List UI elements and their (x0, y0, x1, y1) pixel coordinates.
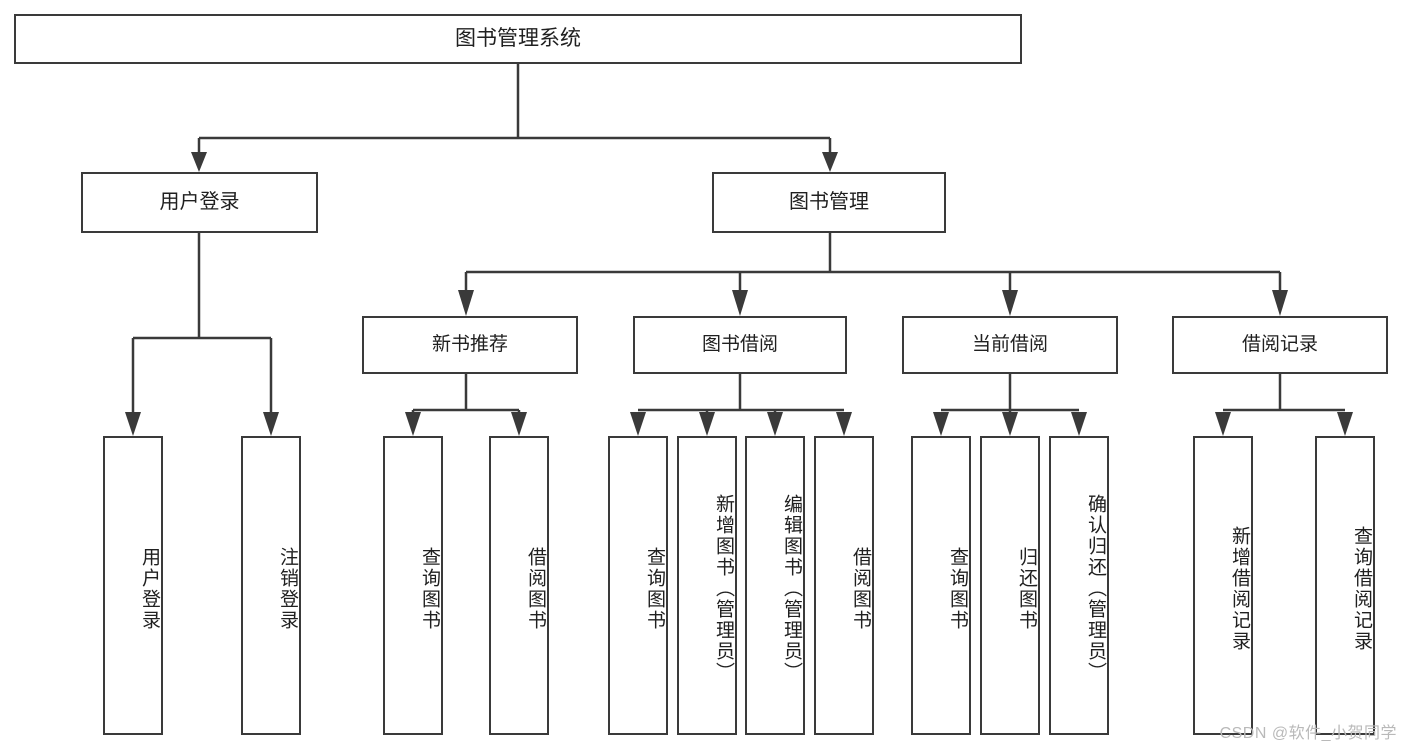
arrowhead-bookborrow (732, 290, 748, 316)
leaf-user-login[interactable]: 用户登录 (103, 436, 163, 735)
node-user-login[interactable]: 用户登录 (81, 172, 318, 233)
arrowhead-leaf-confirm-return (1071, 412, 1087, 436)
node-user-login-label: 用户登录 (159, 191, 240, 213)
leaf-query-book-3-label: 查询图书 (947, 546, 968, 631)
arrowhead-leaf-logout (263, 412, 279, 436)
leaf-query-book-3[interactable]: 查询图书 (911, 436, 971, 735)
leaf-add-borrow-record-label: 新增借阅记录 (1229, 525, 1250, 652)
arrowhead-leaf-query-book-1 (405, 412, 421, 436)
arrowhead-leaf-user-login (125, 412, 141, 436)
node-root-label: 图书管理系统 (455, 26, 581, 50)
leaf-user-login-label: 用户登录 (139, 546, 160, 631)
leaf-query-borrow-record[interactable]: 查询借阅记录 (1315, 436, 1375, 735)
arrowhead-leaf-add-book (699, 412, 715, 436)
leaf-confirm-return-admin-label: 确认归还（管理员） (1085, 494, 1106, 683)
leaf-add-book-admin-label: 新增图书（管理员） (713, 494, 734, 683)
leaf-query-book-1[interactable]: 查询图书 (383, 436, 443, 735)
leaf-borrow-book-2[interactable]: 借阅图书 (814, 436, 874, 735)
arrowhead-leaf-add-record (1215, 412, 1231, 436)
leaf-borrow-book-1[interactable]: 借阅图书 (489, 436, 549, 735)
node-new-book-rec[interactable]: 新书推荐 (362, 316, 578, 374)
arrowhead-newbook (458, 290, 474, 316)
node-book-manage-label: 图书管理 (789, 191, 869, 213)
arrowhead-user-login (191, 152, 207, 172)
leaf-confirm-return-admin[interactable]: 确认归还（管理员） (1049, 436, 1109, 735)
node-current-borrow-label: 当前借阅 (971, 334, 1048, 356)
node-book-manage[interactable]: 图书管理 (712, 172, 946, 233)
arrowhead-book-manage (822, 152, 838, 172)
node-borrow-record[interactable]: 借阅记录 (1172, 316, 1388, 374)
node-book-borrow-label: 图书借阅 (701, 334, 778, 356)
node-root[interactable]: 图书管理系统 (14, 14, 1022, 64)
leaf-logout-login[interactable]: 注销登录 (241, 436, 301, 735)
leaf-query-book-2[interactable]: 查询图书 (608, 436, 668, 735)
arrowhead-leaf-edit-book (767, 412, 783, 436)
leaf-return-book[interactable]: 归还图书 (980, 436, 1040, 735)
leaf-return-book-label: 归还图书 (1016, 546, 1037, 631)
leaf-query-book-2-label: 查询图书 (644, 546, 665, 631)
csdn-watermark: CSDN @软件_小贺同学 (1219, 725, 1397, 742)
leaf-add-borrow-record[interactable]: 新增借阅记录 (1193, 436, 1253, 735)
node-borrow-record-label: 借阅记录 (1241, 334, 1318, 356)
leaf-edit-book-admin[interactable]: 编辑图书（管理员） (745, 436, 805, 735)
leaf-borrow-book-2-label: 借阅图书 (850, 546, 871, 631)
arrowhead-borrowrecord (1272, 290, 1288, 316)
arrowhead-leaf-return-book (1002, 412, 1018, 436)
node-current-borrow[interactable]: 当前借阅 (902, 316, 1118, 374)
node-new-book-rec-label: 新书推荐 (431, 334, 508, 356)
arrowhead-currentborrow (1002, 290, 1018, 316)
arrowhead-leaf-query-record (1337, 412, 1353, 436)
node-book-borrow[interactable]: 图书借阅 (633, 316, 847, 374)
leaf-query-book-1-label: 查询图书 (419, 546, 440, 631)
leaf-edit-book-admin-label: 编辑图书（管理员） (781, 494, 802, 683)
arrowhead-leaf-query-book-3 (933, 412, 949, 436)
leaf-logout-login-label: 注销登录 (277, 546, 298, 631)
leaf-query-borrow-record-label: 查询借阅记录 (1351, 525, 1372, 652)
arrowhead-leaf-borrow-book-2 (836, 412, 852, 436)
arrowhead-leaf-query-book-2 (630, 412, 646, 436)
leaf-borrow-book-1-label: 借阅图书 (525, 546, 546, 631)
leaf-add-book-admin[interactable]: 新增图书（管理员） (677, 436, 737, 735)
arrowhead-leaf-borrow-book-1 (511, 412, 527, 436)
